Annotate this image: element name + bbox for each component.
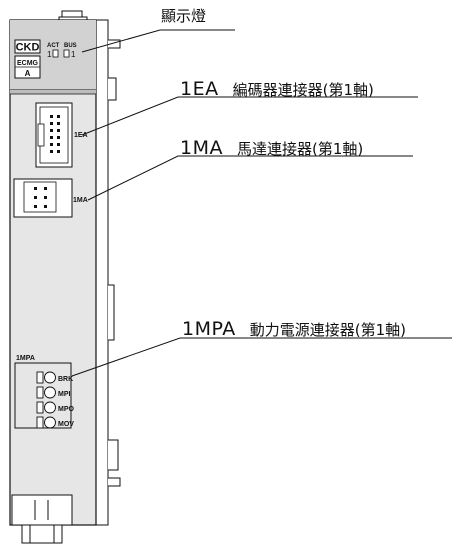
callout-1ea-desc: 編碼器連接器(第1軸) [232, 81, 374, 99]
led-act-label: ACT [47, 43, 60, 49]
leader-1mpa [71, 337, 452, 377]
connector-1mpa: 1MPA BRK MPI MPO MOV [14, 355, 75, 429]
leader-1ma [87, 155, 413, 201]
leader-lines [71, 29, 452, 377]
connector-1ea: 1EA [35, 102, 88, 168]
callout-display-led-text: 顯示燈 [161, 7, 207, 25]
led-bus-lamp [63, 49, 70, 58]
callout-1mpa-desc: 動力電源連接器(第1軸) [249, 321, 406, 339]
connector-1ma-label: 1MA [73, 197, 88, 204]
callout-1ma: 1MA 馬達連接器(第1軸) [180, 139, 363, 158]
callout-1mpa: 1MPA 動力電源連接器(第1軸) [182, 320, 406, 339]
callout-1ma-desc: 馬達連接器(第1軸) [236, 140, 364, 158]
leader-display [81, 29, 235, 53]
brand-logo-text: CKD [16, 42, 40, 54]
pin-label-mpo: MPO [58, 406, 75, 413]
module-body [9, 19, 97, 526]
connector-1ma: 1MA [13, 178, 88, 218]
connector-1ma-pins [34, 187, 47, 208]
connector-1ea-pins [50, 115, 60, 153]
bottom-connector [11, 494, 73, 544]
led-act-lamp [52, 49, 59, 58]
connector-1mpa-label: 1MPA [16, 355, 35, 362]
side-rail [95, 19, 121, 526]
callout-display-led: 顯示燈 [161, 9, 206, 24]
model-label-line1: ECMG [17, 60, 39, 67]
leader-1ea [81, 96, 418, 136]
callout-1ma-code: 1MA [180, 137, 223, 159]
connector-1mpa-terminals [36, 371, 56, 429]
led-act: ACT 1 [47, 43, 60, 59]
led-bus: BUS 1 [63, 43, 77, 59]
model-label: ECMG A [14, 55, 41, 79]
connector-1ea-label: 1EA [74, 132, 88, 139]
callout-1ea-code: 1EA [180, 78, 219, 100]
brand-logo: CKD [14, 39, 41, 54]
callout-1ea: 1EA 編碼器連接器(第1軸) [180, 80, 374, 99]
pin-label-brk: BRK [58, 376, 73, 383]
callout-1mpa-code: 1MPA [182, 318, 236, 340]
led-bus-label: BUS [64, 43, 77, 49]
pin-label-mov: MOV [58, 421, 74, 428]
pin-label-mpi: MPI [58, 391, 71, 398]
led-bus-number: 1 [71, 50, 76, 59]
model-label-line2: A [25, 69, 31, 78]
led-act-number: 1 [47, 50, 52, 59]
